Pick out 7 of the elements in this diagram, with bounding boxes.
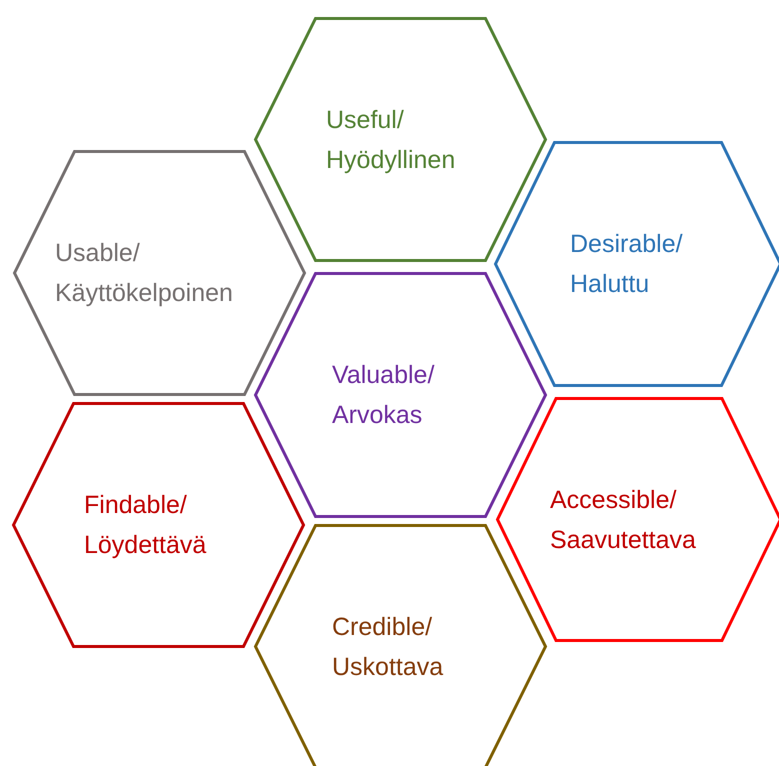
hexagon-label: Usable/ Käyttökelpoinen <box>55 238 233 309</box>
hexagon-label: Credible/ Uskottava <box>332 612 444 682</box>
hexagon-label: Findable/ Löydettävä <box>84 490 206 561</box>
hexagon-label: Accessible/ Saavutettava <box>550 484 696 556</box>
hexagon-label: Desirable/ Haluttu <box>570 229 683 300</box>
hexagon-label: Useful/ Hyödyllinen <box>326 104 456 176</box>
hexagon-label: Valuable/ Arvokas <box>332 360 434 431</box>
